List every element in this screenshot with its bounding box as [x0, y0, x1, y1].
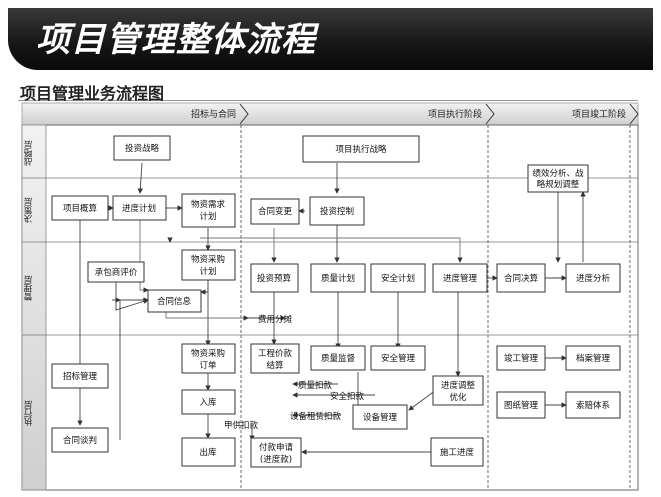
lane-label-execution-vertical: 执行层: [24, 400, 34, 426]
box-material-purchase-plan-label-1: 物资采购: [191, 254, 225, 265]
box-construction-progress-label: 施工进度: [440, 447, 475, 458]
box-project-payment-settlement-label-2: 结算: [266, 360, 284, 371]
box-equipment-management-label: 设备管理: [363, 412, 398, 423]
box-archive-management: [565, 345, 621, 371]
box-schedule-plan-label: 进度计划: [122, 203, 156, 214]
box-payment-application-label-1: 付款申请: [259, 442, 294, 453]
lane-label-decision-vertical: 决策层: [24, 197, 34, 223]
flow-label-cost-allocation: 费用分摊: [258, 314, 293, 325]
box-investment-strategy-label: 投资战略: [125, 143, 160, 154]
box-material-purchase-plan-label-2: 计划: [199, 266, 216, 277]
box-performance-analysis-label-1: 绩效分析、战: [532, 168, 584, 179]
box-project-execution-strategy: [302, 135, 420, 163]
box-safety-plan-label: 安全计划: [381, 273, 415, 284]
box-payment-application-label-2: (进度款): [260, 454, 292, 465]
box-quality-supervision: [310, 345, 366, 371]
box-investment-budget-label: 投资预算: [257, 273, 292, 284]
box-outbound-label: 出库: [199, 447, 217, 458]
lane-label-strategy-vertical: 战略层: [24, 140, 34, 166]
box-contractor-evaluation-label: 承包商评价: [95, 267, 138, 278]
box-safety-management-label: 安全管理: [381, 353, 416, 364]
box-investment-control-label: 投资控制: [320, 206, 354, 217]
box-completion-management: [496, 345, 546, 371]
box-outbound: [181, 437, 236, 467]
phase-arrow-3: [629, 103, 639, 125]
box-contract-information: [147, 289, 202, 313]
box-claims-system: [565, 391, 621, 419]
phase-arrow-1: [239, 103, 249, 125]
diagram-subtitle: 项目管理业务流程图: [20, 84, 165, 103]
box-material-purchase-order-label-1: 物资采购: [191, 348, 225, 359]
box-investment-control: [309, 196, 365, 226]
box-schedule-adjustment: [432, 375, 484, 406]
phase-label-completion: 项目竣工阶段: [572, 108, 626, 120]
box-warehousing: [181, 389, 236, 415]
subtitle-underline: [18, 76, 638, 101]
box-bidding-management-label: 招标管理: [63, 371, 98, 382]
box-claims-system-label: 索赔体系: [576, 400, 610, 411]
box-quality-plan: [310, 263, 366, 293]
connector-lines: [77, 162, 586, 455]
box-safety-plan: [370, 263, 426, 293]
phase-arrow-2: [485, 103, 495, 125]
box-material-demand-plan-label-1: 物资需求: [191, 199, 226, 210]
box-warehousing-label: 入库: [199, 397, 217, 408]
box-contractor-evaluation: [87, 261, 145, 283]
box-schedule-management: [432, 263, 488, 293]
box-contract-change-label: 合同变更: [258, 206, 293, 217]
box-contract-negotiation-label: 合同谈判: [63, 435, 97, 446]
flow-label-equipment-rental-deduction: 设备租赁扣款: [290, 411, 342, 422]
box-material-demand-plan: [181, 193, 236, 228]
title-banner: [8, 8, 653, 70]
phase-label-execution: 项目执行阶段: [428, 108, 482, 120]
box-project-execution-strategy-label: 项目执行战略: [335, 144, 387, 155]
flow-label-quality-deduction: 质量扣款: [298, 380, 333, 391]
box-investment-budget: [250, 263, 299, 293]
box-schedule-analysis: [565, 263, 621, 293]
box-project-estimate-label: 项目概算: [63, 203, 98, 214]
box-performance-analysis-label-2: 略规划调整: [537, 179, 580, 190]
box-schedule-adjustment-label-1: 进度调整: [441, 380, 476, 391]
box-completion-management-label: 竣工管理: [504, 353, 539, 364]
box-schedule-management-label: 进度管理: [443, 273, 478, 284]
box-bidding-management: [51, 363, 109, 389]
box-archive-management-label: 档案管理: [576, 353, 611, 364]
box-investment-strategy: [113, 135, 171, 161]
box-contract-information-label: 合同信息: [157, 296, 192, 307]
lane-label-management-vertical: 管理层: [24, 275, 34, 301]
page-title: 项目管理整体流程: [36, 20, 316, 60]
box-material-purchase-plan: [181, 249, 236, 281]
box-equipment-management: [352, 404, 408, 430]
flow-label-safety-deduction: 安全扣款: [330, 391, 365, 402]
phase-header: [21, 102, 639, 126]
box-schedule-plan: [112, 195, 167, 221]
box-material-purchase-order: [181, 343, 236, 374]
box-schedule-adjustment-label-2: 优化: [449, 392, 467, 403]
box-contract-settlement: [496, 263, 546, 293]
box-quality-supervision-label: 质量监督: [321, 353, 356, 364]
box-construction-progress: [430, 437, 484, 467]
box-drawing-management-label: 图纸管理: [504, 400, 539, 411]
box-material-demand-plan-label-2: 计划: [199, 211, 216, 222]
box-project-payment-settlement: [250, 343, 300, 374]
box-contract-change: [250, 198, 300, 225]
box-quality-plan-label: 质量计划: [321, 273, 355, 284]
flow-label-owner-supply-deduction: 甲供扣款: [224, 420, 259, 431]
box-material-purchase-order-label-2: 订单: [199, 360, 217, 371]
box-project-estimate: [51, 195, 109, 221]
phase-label-bidding: 招标与合同: [191, 108, 236, 120]
box-safety-management: [370, 345, 426, 371]
box-contract-settlement-label: 合同决算: [504, 273, 539, 284]
box-payment-application: [250, 437, 302, 468]
lane-header-column: [21, 124, 47, 491]
box-contract-negotiation: [51, 427, 109, 453]
box-schedule-analysis-label: 进度分析: [576, 273, 611, 284]
box-performance-analysis: [527, 164, 589, 193]
box-drawing-management: [496, 391, 546, 419]
box-project-payment-settlement-label-1: 工程价款: [258, 348, 293, 359]
